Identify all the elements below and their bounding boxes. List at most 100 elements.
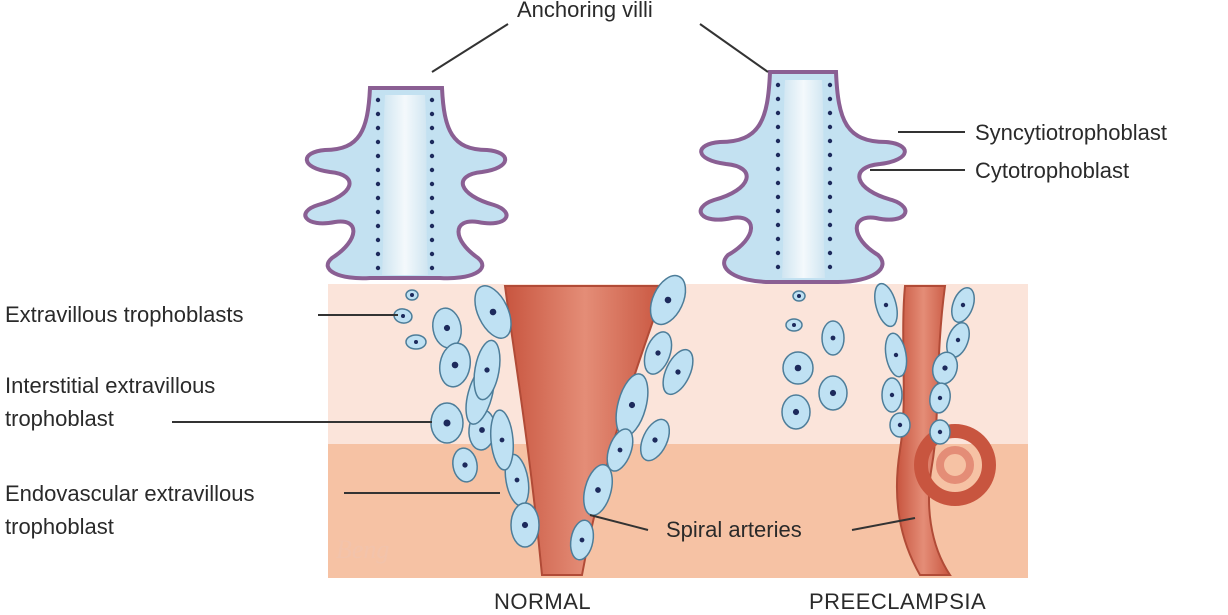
cytotrophoblast-nucleus	[429, 195, 435, 201]
cytotrophoblast-nucleus	[827, 250, 833, 256]
leader-anchoring-right	[699, 23, 769, 73]
cytotrophoblast-nucleus	[775, 208, 781, 214]
cytotrophoblast-nucleus	[375, 209, 381, 215]
cytotrophoblast-nucleus	[429, 97, 435, 103]
trophoblast-cell	[569, 519, 595, 561]
label-interstitial-line1: Interstitial extravillous	[5, 373, 216, 398]
cytotrophoblast-nucleus	[827, 96, 833, 102]
cytotrophoblast-nucleus	[827, 166, 833, 172]
cytotrophoblast-nucleus	[775, 82, 781, 88]
trophoblast-cell	[489, 409, 515, 471]
trophoblast-cell	[785, 318, 803, 332]
cytotrophoblast-nucleus	[375, 153, 381, 159]
preeclampsia-anchoring-villus	[698, 70, 908, 284]
cytotrophoblast-nucleus	[827, 222, 833, 228]
cytotrophoblast-nucleus	[775, 152, 781, 158]
trophoblast-cells	[375, 82, 975, 561]
trophoblast-cell	[452, 447, 478, 483]
trophoblast-cell	[951, 286, 975, 324]
label-syncytiotrophoblast: Syncytiotrophoblast	[975, 120, 1167, 145]
trophoblast-cell	[643, 331, 673, 375]
cytotrophoblast-nucleus	[827, 124, 833, 130]
trophoblast-cell	[405, 289, 419, 301]
cytotrophoblast-nucleus	[429, 251, 435, 257]
cytotrophoblast-nucleus	[375, 223, 381, 229]
cytotrophoblast-nucleus	[775, 250, 781, 256]
leader-anchoring-left	[431, 23, 509, 73]
trophoblast-cell	[874, 282, 898, 328]
trophoblast-cell	[792, 290, 806, 302]
trophoblast-cell	[821, 320, 845, 356]
trophoblast-cell	[430, 402, 464, 444]
cytotrophoblast-nucleus	[375, 139, 381, 145]
leader-spiral-left	[589, 514, 649, 531]
caption-preeclampsia: PREECLAMPSIA	[809, 589, 987, 614]
label-cytotrophoblast: Cytotrophoblast	[975, 158, 1130, 183]
trophoblast-cell	[474, 285, 512, 339]
cytotrophoblast-nucleus	[827, 110, 833, 116]
cytotrophoblast-nucleus	[827, 236, 833, 242]
cytotrophoblast-nucleus	[429, 139, 435, 145]
cytotrophoblast-nucleus	[375, 111, 381, 117]
cytotrophoblast-nucleus	[375, 167, 381, 173]
cytotrophoblast-nucleus	[775, 180, 781, 186]
trophoblast-cell	[606, 428, 634, 472]
cytotrophoblast-nucleus	[375, 125, 381, 131]
cytotrophoblast-nucleus	[775, 124, 781, 130]
cytotrophoblast-nucleus	[775, 236, 781, 242]
cytotrophoblast-nucleus	[375, 181, 381, 187]
cytotrophoblast-nucleus	[429, 153, 435, 159]
label-endovascular-line2: trophoblast	[5, 514, 114, 539]
trophoblast-cell	[438, 342, 472, 388]
cytotrophoblast-nucleus	[775, 96, 781, 102]
label-anchoring-villi: Anchoring villi	[517, 0, 653, 22]
cytotrophoblast-nucleus	[775, 166, 781, 172]
trophoblast-cell	[639, 418, 671, 462]
trophoblast-cell	[889, 412, 911, 438]
cytotrophoblast-nucleus	[429, 209, 435, 215]
cytotrophoblast-nucleus	[375, 195, 381, 201]
trophoblast-cell	[473, 339, 501, 401]
cytotrophoblast-nucleus	[429, 223, 435, 229]
trophoblast-cell	[929, 382, 951, 414]
trophoblast-cell	[781, 394, 811, 430]
label-spiral-arteries: Spiral arteries	[666, 517, 802, 542]
cytotrophoblast-nucleus	[375, 251, 381, 257]
cytotrophoblast-nucleus	[827, 152, 833, 158]
cytotrophoblast-nucleus	[375, 237, 381, 243]
illustrator-signature: Beng	[336, 535, 390, 564]
leader-spiral-right	[851, 517, 916, 531]
trophoblast-cell	[649, 274, 687, 326]
label-interstitial-line2: trophoblast	[5, 406, 114, 431]
cytotrophoblast-nucleus	[775, 138, 781, 144]
cytotrophoblast-nucleus	[775, 264, 781, 270]
cytotrophoblast-nucleus	[375, 265, 381, 271]
cytotrophoblast-nucleus	[827, 208, 833, 214]
cytotrophoblast-nucleus	[375, 97, 381, 103]
cytotrophoblast-nucleus	[775, 194, 781, 200]
cytotrophoblast-nucleus	[827, 138, 833, 144]
normal-spiral-artery	[503, 285, 667, 576]
cytotrophoblast-nucleus	[429, 181, 435, 187]
cytotrophoblast-nucleus	[775, 110, 781, 116]
trophoblast-cell	[884, 332, 908, 378]
trophoblast-cell	[432, 307, 462, 349]
cytotrophoblast-nucleus	[827, 180, 833, 186]
label-extravillous-trophoblasts: Extravillous trophoblasts	[5, 302, 244, 327]
trophoblast-cell	[881, 377, 903, 413]
cytotrophoblast-nucleus	[827, 82, 833, 88]
cytotrophoblast-nucleus	[827, 194, 833, 200]
trophoblast-cell	[782, 351, 814, 385]
cytotrophoblast-nucleus	[827, 264, 833, 270]
cytotrophoblast-nucleus	[429, 111, 435, 117]
cytotrophoblast-nucleus	[429, 125, 435, 131]
label-endovascular-line1: Endovascular extravillous	[5, 481, 255, 506]
trophoblast-cell	[818, 375, 848, 411]
trophoblast-cell	[405, 334, 427, 350]
cytotrophoblast-nucleus	[429, 167, 435, 173]
cytotrophoblast-nucleus	[429, 237, 435, 243]
trophoblast-cell	[929, 419, 951, 445]
trophoblast-cell	[510, 502, 540, 548]
cytotrophoblast-nucleus	[775, 222, 781, 228]
